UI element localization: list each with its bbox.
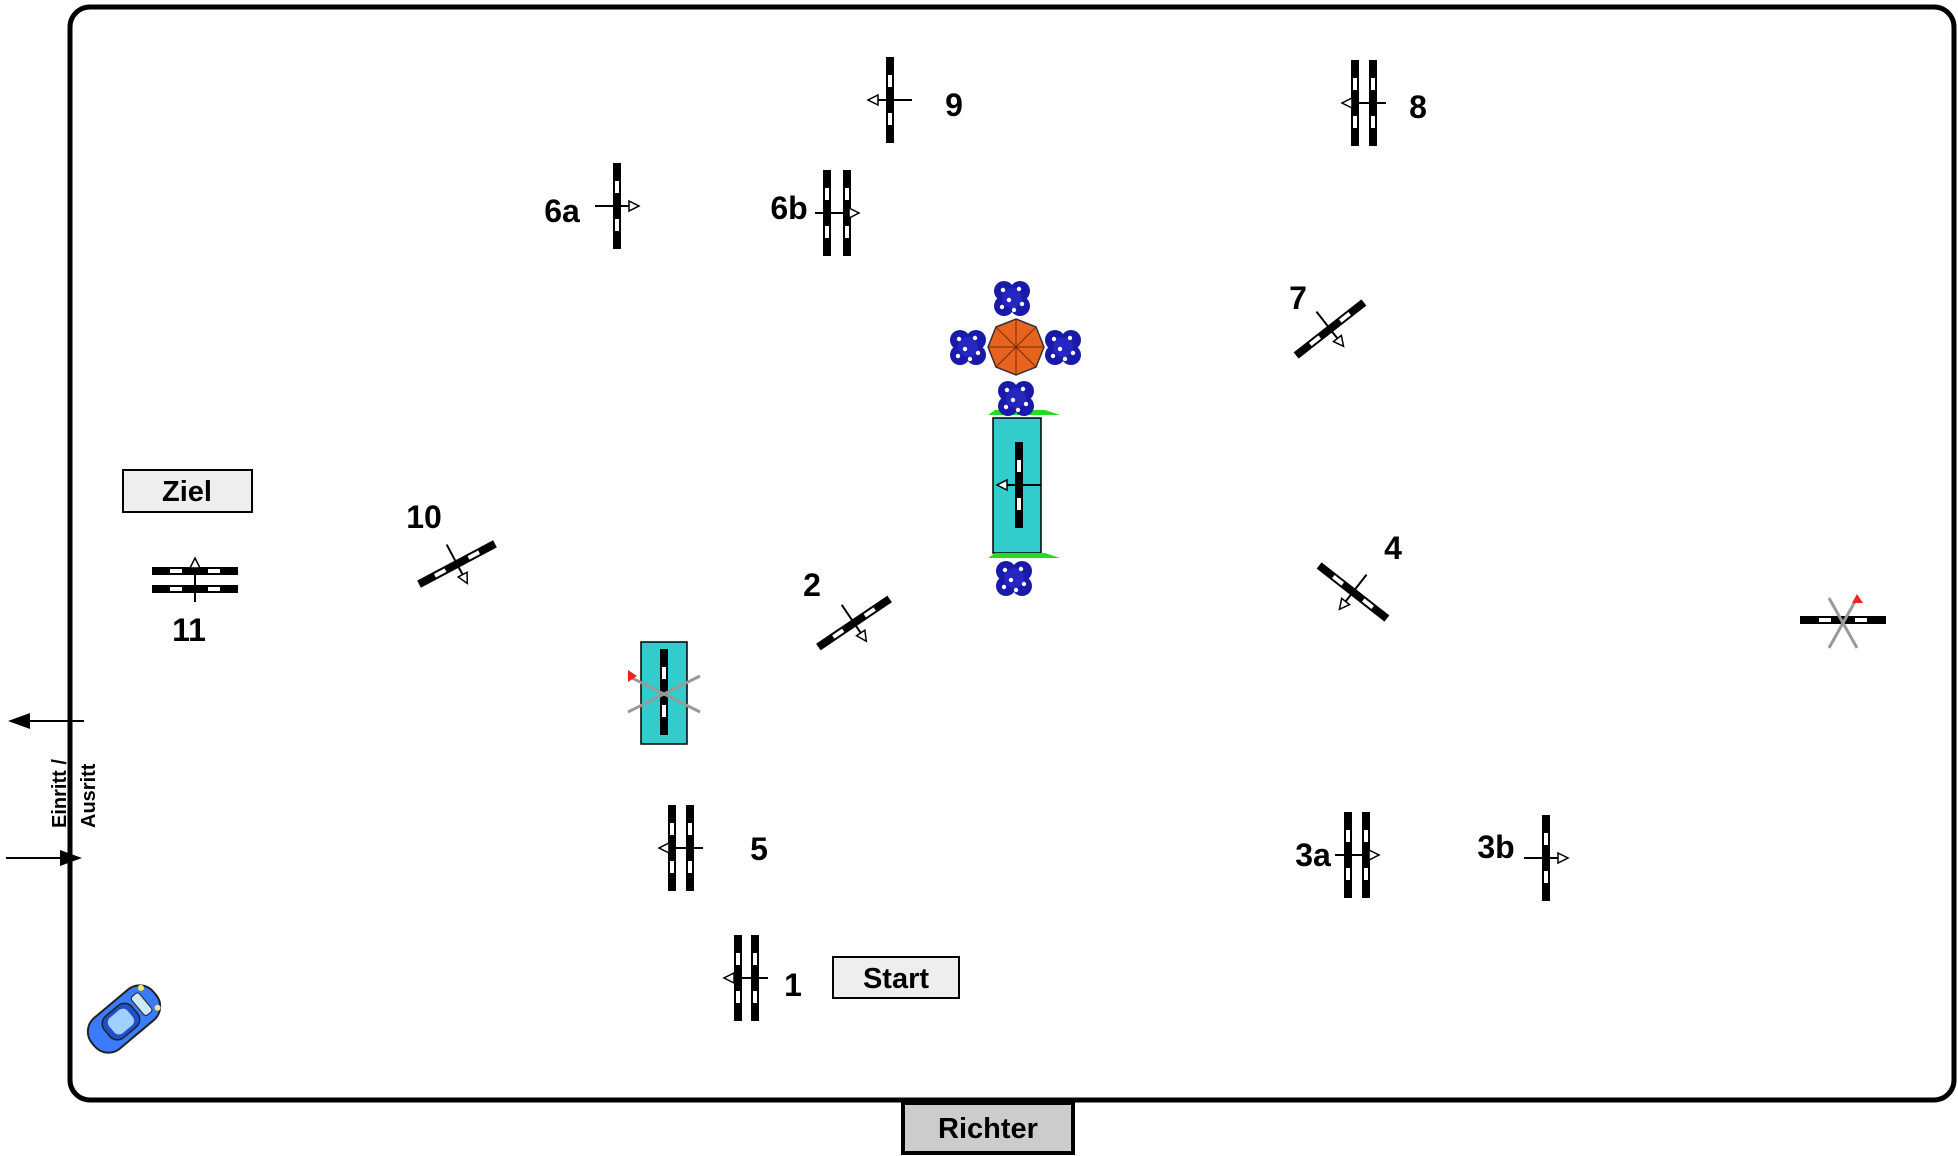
richter-box: [901, 1101, 1075, 1155]
obstacle-label-5: 5: [750, 831, 768, 867]
obstacle-label-3b: 3b: [1477, 829, 1514, 865]
flower-pot-icon: [950, 330, 986, 365]
car-icon: [86, 984, 162, 1054]
umbrella-icon: [987, 318, 1045, 376]
ziel-label: Ziel: [162, 476, 212, 508]
richter-label: Richter: [938, 1113, 1038, 1145]
entry-label: Einritt /: [49, 759, 71, 828]
obstacle-label-2: 2: [803, 567, 821, 603]
start-box: [832, 956, 960, 999]
flower-pot-icon: [994, 281, 1030, 316]
flower-pot-icon: [998, 381, 1034, 416]
water-jump-lower: [627, 641, 701, 745]
obstacle-label-6a: 6a: [544, 193, 580, 229]
obstacle-label-1: 1: [784, 967, 802, 1003]
obstacle-label-4: 4: [1384, 530, 1402, 566]
obstacle-label-9: 9: [945, 87, 963, 123]
obstacle-label-3a: 3a: [1295, 837, 1331, 873]
start-label: Start: [863, 963, 929, 995]
exit-label: Ausritt: [78, 763, 100, 828]
ziel-box: [122, 469, 253, 513]
crossed-fence-right: [1800, 594, 1886, 649]
obstacle-label-6b: 6b: [770, 190, 807, 226]
flower-pot-icon: [996, 561, 1032, 596]
entry-exit-arrows: [6, 713, 84, 866]
obstacle-label-8: 8: [1409, 89, 1427, 125]
obstacle-label-10: 10: [406, 499, 442, 535]
flower-pot-icon: [1045, 330, 1081, 365]
obstacle-label-11: 11: [172, 612, 206, 648]
obstacle-label-7: 7: [1289, 280, 1307, 316]
